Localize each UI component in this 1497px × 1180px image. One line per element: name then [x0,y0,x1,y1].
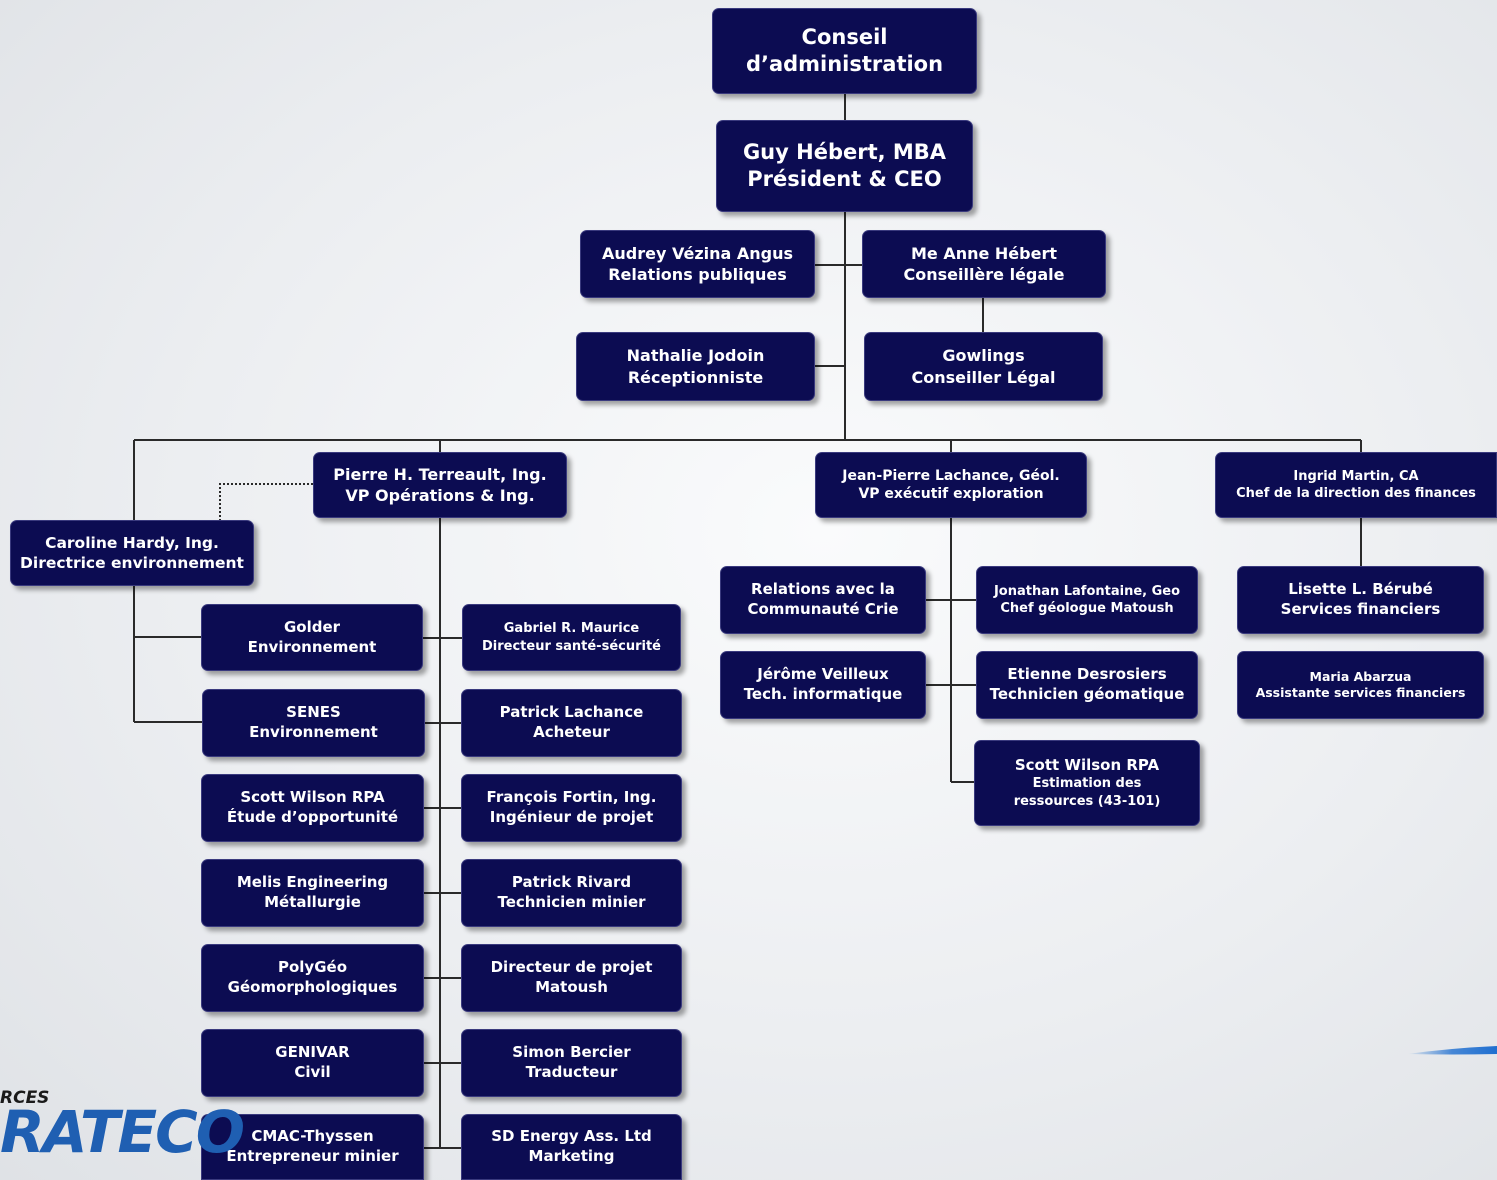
caroline-box: Caroline Hardy, Ing. Directrice environn… [10,520,254,586]
jerome-name: Jérôme Veilleux [757,665,889,684]
scottwilson-op-box: Scott Wilson RPA Étude d’opportunité [201,774,424,842]
pierre-name: Pierre H. Terreault, Ing. [333,464,547,484]
anne-title: Conseillère légale [903,265,1065,284]
golder-box: Golder Environnement [201,604,423,671]
lisette-title: Services financiers [1280,600,1441,618]
caroline-title: Directrice environnement [20,554,244,572]
ceo-name: Guy Hébert, MBA [742,139,947,164]
maria-title: Assistante services financiers [1255,685,1466,700]
polygeo-name: PolyGéo [277,958,347,977]
logo-small-text: RCES [0,1088,50,1108]
ceo-box: Guy Hébert, MBA Président & CEO [716,120,973,212]
directeur-name: Directeur de projet [490,958,653,977]
simon-title: Traducteur [525,1063,618,1081]
ceo-title: Président & CEO [747,167,942,191]
relations-line2: Communauté Crie [747,600,899,618]
gabriel-box: Gabriel R. Maurice Directeur santé-sécur… [462,604,681,671]
sdenergy-name: SD Energy Ass. Ltd [491,1127,652,1146]
scottwilson-ex-line2: Estimation des [1032,776,1142,792]
jerome-box: Jérôme Veilleux Tech. informatique [720,651,926,719]
simon-name: Simon Bercier [512,1043,631,1062]
gowlings-name: Gowlings [942,346,1025,366]
board-box: Conseil d’administration [712,8,977,94]
anne-name: Me Anne Hébert [910,243,1057,263]
logo-main-text: RATECO [0,1098,245,1166]
ingrid-title: Chef de la direction des finances [1236,486,1476,501]
pierre-title: VP Opérations & Ing. [345,486,535,505]
golder-name: Golder [283,617,341,636]
relations-line1: Relations avec la [751,580,895,599]
jonathan-box: Jonathan Lafontaine, Geo Chef géologue M… [976,566,1198,634]
caroline-name: Caroline Hardy, Ing. [45,533,219,552]
audrey-name: Audrey Vézina Angus [601,243,794,263]
melis-box: Melis Engineering Métallurgie [201,859,424,927]
lisette-box: Lisette L. Bérubé Services financiers [1237,566,1484,634]
genivar-box: GENIVAR Civil [201,1029,424,1097]
nathalie-name: Nathalie Jodoin [626,346,765,366]
jeanpierre-box: Jean-Pierre Lachance, Géol. VP exécutif … [815,452,1087,518]
gabriel-name: Gabriel R. Maurice [503,621,640,637]
directeur-title: Matoush [535,978,608,996]
patrick-r-box: Patrick Rivard Technicien minier [461,859,682,927]
cmac-title: Entrepreneur minier [226,1147,399,1165]
ingrid-box: Ingrid Martin, CA Chef de la direction d… [1215,452,1497,518]
anne-box: Me Anne Hébert Conseillère légale [862,230,1106,298]
polygeo-box: PolyGéo Géomorphologiques [201,944,424,1012]
etienne-title: Technicien géomatique [989,685,1185,703]
board-line2: d’administration [745,52,944,76]
scottwilson-ex-line3: ressources (43-101) [1013,794,1161,810]
francois-box: François Fortin, Ing. Ingénieur de proje… [461,774,682,842]
board-line1: Conseil [801,24,888,49]
scottwilson-ex-box: Scott Wilson RPA Estimation des ressourc… [974,740,1200,826]
cmac-box: CMAC-Thyssen Entrepreneur minier [201,1114,424,1180]
audrey-box: Audrey Vézina Angus Relations publiques [580,230,815,298]
gabriel-title: Directeur santé-sécurité [481,638,661,654]
sdenergy-title: Marketing [528,1147,615,1165]
jerome-title: Tech. informatique [743,685,903,703]
gowlings-title: Conseiller Légal [911,367,1056,387]
scottwilson-ex-name: Scott Wilson RPA [1014,755,1160,774]
jeanpierre-title: VP exécutif exploration [858,486,1044,502]
patrick-l-box: Patrick Lachance Acheteur [461,689,682,757]
senes-name: SENES [286,703,341,722]
melis-name: Melis Engineering [236,873,389,892]
gowlings-box: Gowlings Conseiller Légal [864,332,1103,401]
senes-box: SENES Environnement [202,689,425,757]
pierre-box: Pierre H. Terreault, Ing. VP Opérations … [313,452,567,518]
swoosh-decoration [1407,1046,1497,1055]
ingrid-name: Ingrid Martin, CA [1293,468,1419,484]
nathalie-box: Nathalie Jodoin Réceptionniste [576,332,815,401]
melis-title: Métallurgie [264,893,361,911]
genivar-name: GENIVAR [275,1043,350,1062]
golder-title: Environnement [247,637,377,656]
relations-box: Relations avec la Communauté Crie [720,566,926,634]
cmac-name: CMAC-Thyssen [251,1127,374,1146]
lisette-name: Lisette L. Bérubé [1288,580,1433,599]
jeanpierre-name: Jean-Pierre Lachance, Géol. [842,467,1060,484]
senes-title: Environnement [249,723,378,741]
patrick-l-title: Acheteur [533,723,610,741]
patrick-r-title: Technicien minier [497,893,646,911]
scottwilson-op-name: Scott Wilson RPA [240,788,385,807]
patrick-l-name: Patrick Lachance [499,703,644,722]
maria-box: Maria Abarzua Assistante services financ… [1237,651,1484,719]
audrey-title: Relations publiques [608,265,787,284]
polygeo-title: Géomorphologiques [227,978,398,996]
etienne-name: Etienne Desrosiers [1007,665,1167,684]
francois-title: Ingénieur de projet [489,808,654,826]
patrick-r-name: Patrick Rivard [511,873,632,892]
directeur-box: Directeur de projet Matoush [461,944,682,1012]
sdenergy-box: SD Energy Ass. Ltd Marketing [461,1114,682,1180]
francois-name: François Fortin, Ing. [486,788,657,807]
nathalie-title: Réceptionniste [627,367,764,387]
simon-box: Simon Bercier Traducteur [461,1029,682,1097]
scottwilson-op-title: Étude d’opportunité [226,808,399,826]
etienne-box: Etienne Desrosiers Technicien géomatique [976,651,1198,719]
jonathan-name: Jonathan Lafontaine, Geo [993,583,1181,599]
jonathan-title: Chef géologue Matoush [1000,601,1174,616]
maria-name: Maria Abarzua [1309,668,1412,684]
genivar-title: Civil [294,1063,331,1081]
